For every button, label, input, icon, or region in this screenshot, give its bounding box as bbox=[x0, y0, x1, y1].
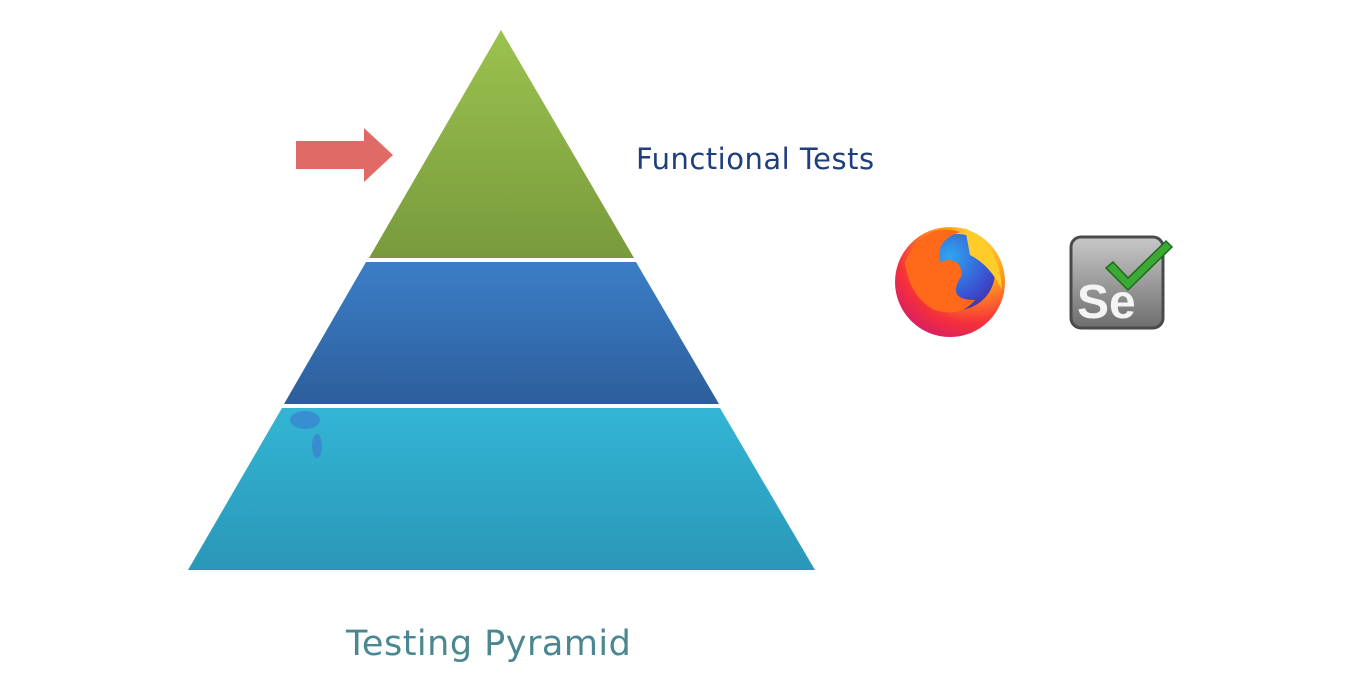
dotted-mark bbox=[290, 411, 322, 458]
selenium-icon: Se bbox=[1069, 235, 1174, 330]
pyramid-layer-top bbox=[369, 30, 634, 258]
diagram-title: Testing Pyramid bbox=[346, 624, 632, 664]
firefox-icon bbox=[895, 227, 1005, 337]
functional-tests-label: Functional Tests bbox=[636, 142, 875, 176]
pyramid-layer-middle bbox=[284, 262, 719, 404]
pyramid-layer-bottom bbox=[188, 408, 815, 570]
right-arrow-icon bbox=[296, 128, 393, 182]
